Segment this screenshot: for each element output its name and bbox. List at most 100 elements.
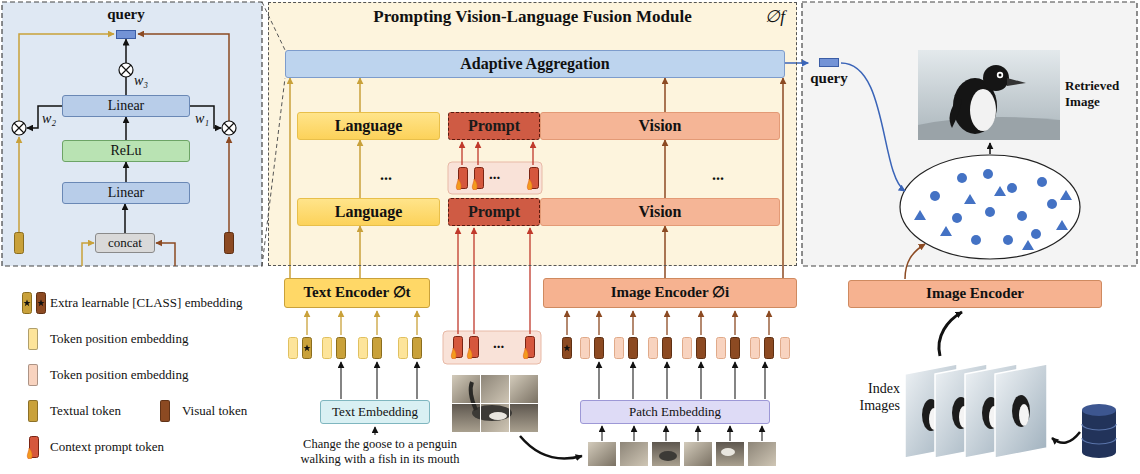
multiply-symbol bbox=[121, 65, 131, 75]
prompt-layer: Prompt bbox=[448, 198, 540, 226]
box-label: ReLu bbox=[110, 143, 141, 159]
prompt-arrow bbox=[477, 142, 478, 165]
legend-item: Token position embedding bbox=[16, 364, 188, 386]
box-label: Vision bbox=[639, 203, 682, 221]
embedding-space bbox=[1007, 183, 1017, 193]
weight-line bbox=[228, 137, 230, 232]
box-label: Prompt bbox=[468, 117, 520, 135]
legend-symbol bbox=[38, 299, 45, 306]
index-image bbox=[1012, 395, 1030, 427]
embedding-space bbox=[1056, 220, 1068, 230]
penguin-photo bbox=[983, 65, 1009, 91]
box-label: Vision bbox=[639, 117, 682, 135]
connector-arrow bbox=[125, 162, 127, 182]
embedding-space bbox=[985, 207, 995, 217]
embedding-arrow bbox=[374, 427, 375, 435]
weight-line bbox=[19, 34, 229, 266]
prompt-token-group bbox=[527, 168, 538, 190]
penguin-photo bbox=[970, 89, 996, 131]
connector-arrow bbox=[664, 78, 666, 112]
embedding-arrow bbox=[700, 362, 701, 399]
penguin-photo bbox=[918, 50, 1060, 140]
legend-label: Token position embedding bbox=[50, 368, 188, 383]
ellipsis-mark: ... bbox=[380, 166, 392, 184]
token-arrow bbox=[566, 311, 567, 335]
token-arrow bbox=[666, 311, 667, 335]
box-label: Text Encoder ∅t bbox=[303, 284, 410, 301]
visual-token bbox=[717, 338, 726, 359]
ellipsis-mark: ... bbox=[712, 166, 724, 184]
legend-label: Extra learnable [CLASS] embedding bbox=[50, 296, 242, 311]
legend-item: Token position embedding bbox=[16, 328, 188, 350]
text-token bbox=[289, 338, 298, 359]
patch-arrow bbox=[602, 426, 762, 441]
text-token bbox=[303, 338, 312, 359]
visual-token bbox=[781, 338, 790, 359]
database-icon bbox=[1082, 424, 1116, 444]
prompt-token-group bbox=[472, 168, 483, 190]
weight-line bbox=[18, 137, 20, 232]
box-label: Language bbox=[335, 203, 403, 221]
box-label: Language bbox=[335, 117, 403, 135]
weight-label: w₁ bbox=[195, 111, 209, 127]
detail-panel bbox=[2, 2, 262, 266]
legend-sample bbox=[16, 292, 50, 314]
legend-label: Textual token bbox=[50, 404, 121, 419]
source-image bbox=[510, 375, 538, 403]
visual-token bbox=[683, 338, 692, 359]
token-arrow bbox=[567, 311, 769, 335]
module-panel-ground bbox=[268, 2, 797, 266]
box-label: Text Embedding bbox=[332, 405, 418, 420]
embedding-space bbox=[994, 186, 1006, 196]
embedding-space bbox=[983, 169, 993, 179]
aggregation-box: Adaptive Aggregation bbox=[285, 50, 785, 78]
text-token bbox=[359, 338, 368, 359]
visual-token bbox=[563, 338, 790, 359]
prompt-token-group bbox=[456, 168, 467, 190]
connector-arrow bbox=[125, 117, 127, 140]
query-arrow bbox=[841, 63, 905, 191]
prompt-arrow bbox=[461, 142, 462, 165]
input-token bbox=[15, 233, 24, 254]
embedding-space bbox=[914, 169, 1072, 250]
prompt-arrow bbox=[532, 142, 533, 165]
prompt-token-group bbox=[467, 337, 478, 359]
source-image bbox=[471, 382, 476, 410]
image-patch bbox=[684, 442, 712, 466]
multiply-symbol bbox=[119, 63, 133, 77]
prompt-arrow bbox=[458, 142, 533, 334]
prompt-token-group bbox=[451, 337, 462, 359]
relu-layer: ReLu bbox=[62, 140, 190, 162]
image-patch bbox=[588, 442, 616, 466]
embedding-arrow bbox=[666, 362, 667, 399]
embedding-space bbox=[930, 191, 940, 201]
concat-op: concat bbox=[95, 233, 155, 253]
image-caption: Retrieved Image bbox=[1065, 78, 1125, 110]
box-label: Linear bbox=[108, 98, 145, 114]
image-patch bbox=[588, 442, 776, 466]
vision-layer: Vision bbox=[540, 198, 780, 226]
embedding-space bbox=[1017, 211, 1027, 221]
source-image bbox=[481, 375, 509, 403]
weight-line bbox=[156, 243, 175, 266]
legend-symbol bbox=[16, 292, 50, 315]
retrieval-panel bbox=[802, 2, 1137, 266]
module-title: Prompting Vision-Language Fusion Module bbox=[268, 7, 797, 27]
legend-item: Context prompt token bbox=[16, 436, 164, 458]
legend-symbol bbox=[24, 299, 31, 306]
weight-line bbox=[27, 106, 62, 128]
embedding-space bbox=[952, 213, 962, 223]
penguin-photo bbox=[1007, 78, 1026, 86]
retrieve-arrow bbox=[989, 143, 991, 154]
image-encoder: Image Encoder bbox=[848, 280, 1102, 308]
embedding-space bbox=[900, 155, 1080, 259]
input-caption: Change the goose to a penguin walking wi… bbox=[290, 437, 470, 467]
visual-token bbox=[649, 338, 658, 359]
patch-arrow bbox=[633, 426, 634, 441]
legend-symbol bbox=[16, 436, 50, 459]
legend-symbol bbox=[37, 293, 46, 314]
embedding-space bbox=[971, 235, 981, 245]
query-vector-bar bbox=[116, 30, 136, 39]
